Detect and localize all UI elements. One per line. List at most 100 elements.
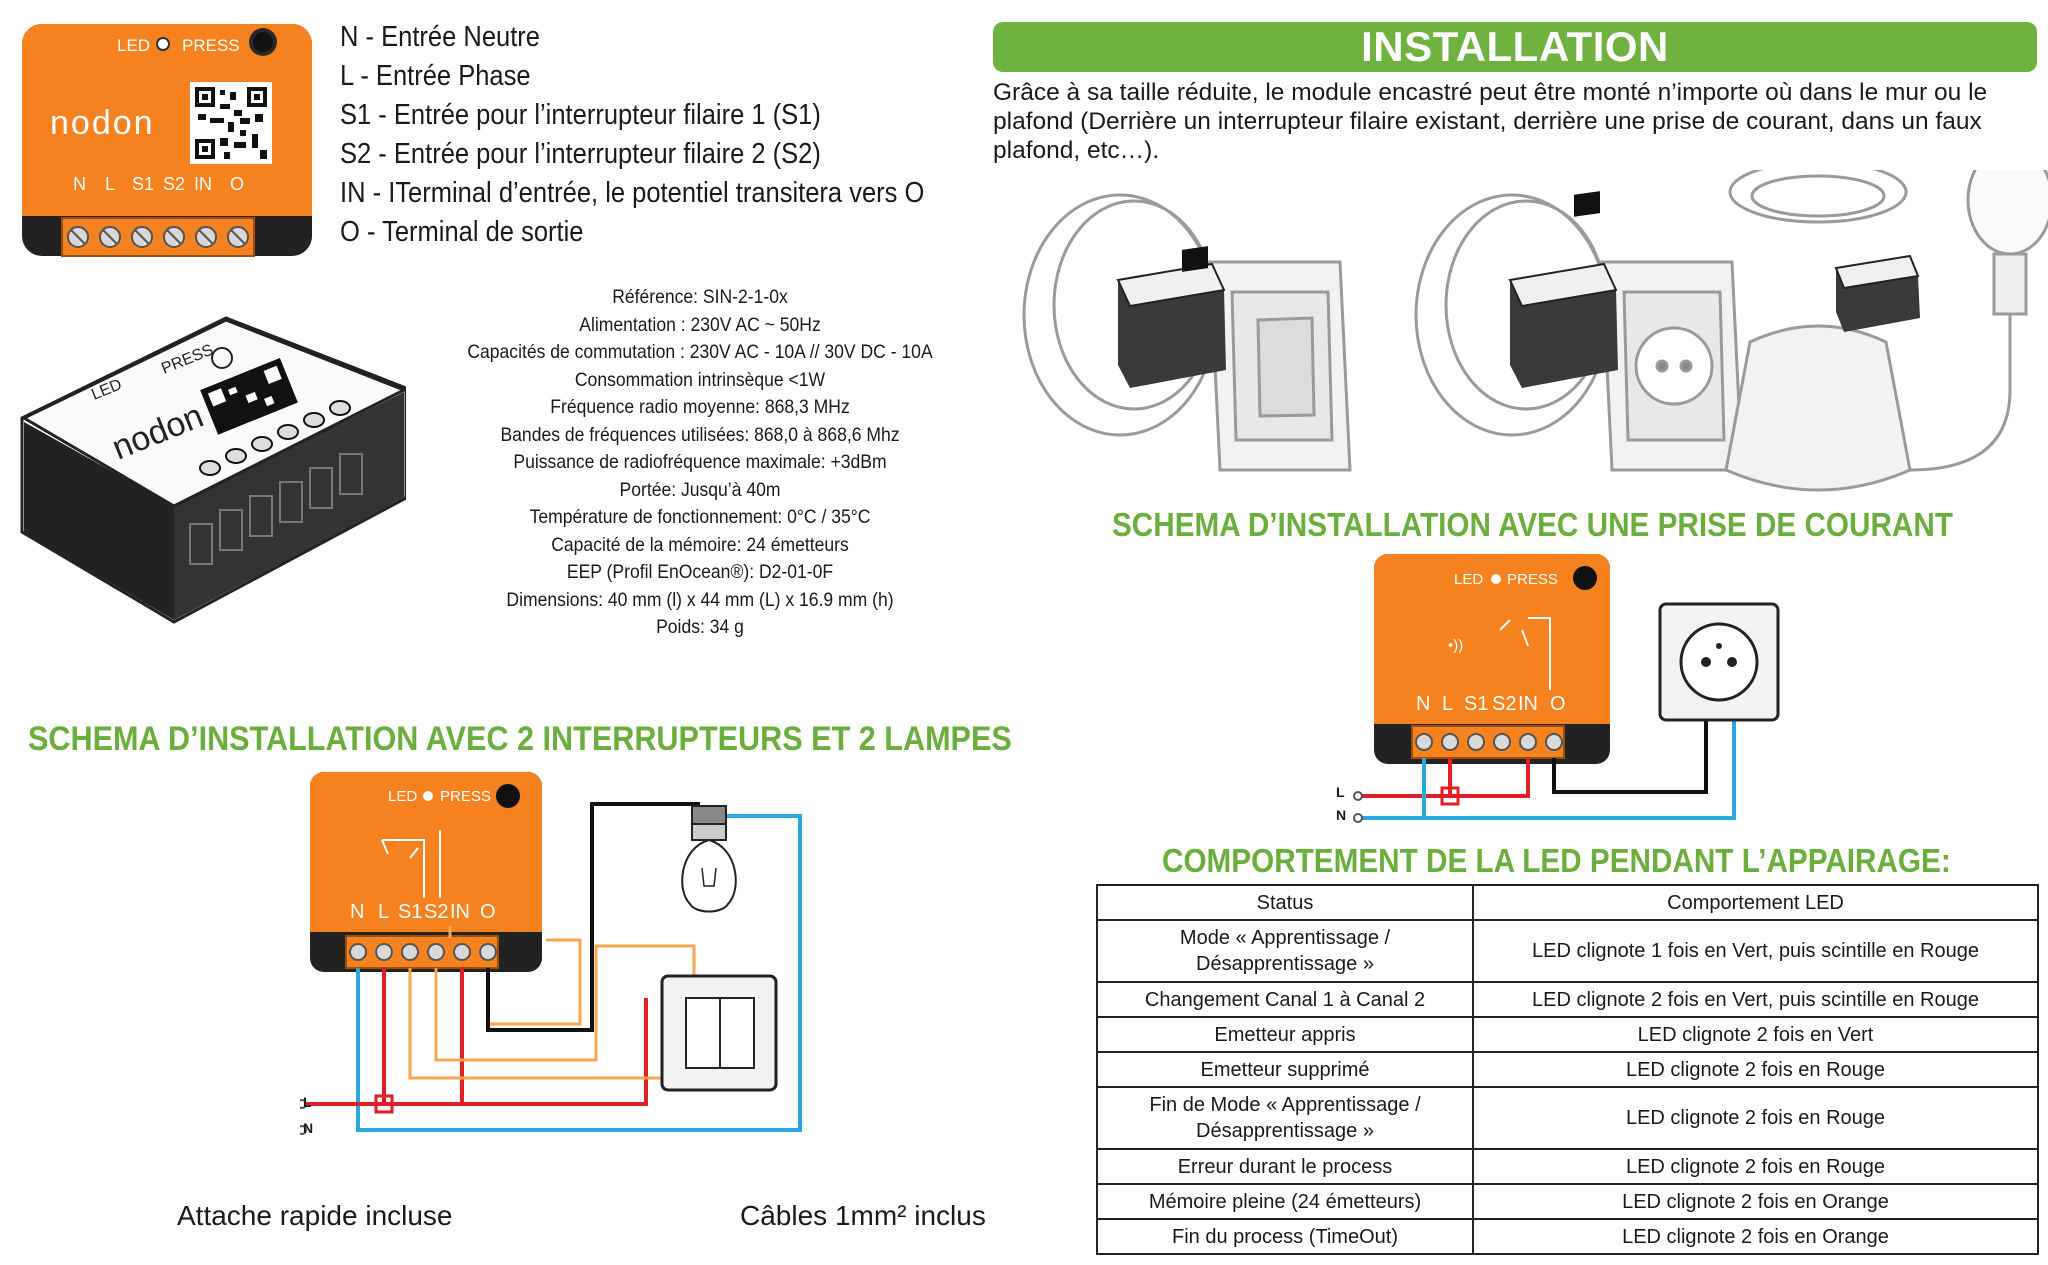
spec-line: Bandes de fréquences utilisées: 868,0 à … bbox=[500, 423, 900, 446]
wall-switch-scene bbox=[1022, 193, 1352, 472]
specifications: Référence: SIN-2-1-0x Alimentation : 230… bbox=[400, 284, 1000, 642]
led-label: LED bbox=[117, 36, 150, 55]
legend-item: IN - ITerminal d’entrée, le potentiel tr… bbox=[340, 177, 925, 209]
svg-text:O: O bbox=[1550, 693, 1566, 715]
status-cell: Emetteur supprimé bbox=[1096, 1051, 1474, 1088]
legend-item: S2 - Entrée pour l’interrupteur filaire … bbox=[340, 138, 821, 170]
light-bulb bbox=[681, 805, 737, 913]
svg-text:N: N bbox=[73, 174, 86, 194]
installation-title: INSTALLATION bbox=[1361, 23, 1669, 70]
module-in-socket bbox=[1508, 191, 1618, 388]
svg-text:N: N bbox=[350, 901, 364, 923]
legend-item: O - Terminal de sortie bbox=[340, 216, 584, 248]
svg-text:S1: S1 bbox=[132, 174, 154, 194]
table-row: Fin du process (TimeOut) LED clignote 2 … bbox=[1096, 1218, 2039, 1255]
table-row: Emetteur appris LED clignote 2 fois en V… bbox=[1096, 1016, 2039, 1053]
iso-qr-code bbox=[200, 357, 298, 435]
iso-terminals bbox=[199, 400, 351, 476]
wire-l-label: L bbox=[1336, 784, 1345, 800]
table-row: Fin de Mode « Apprentissage / Désapprent… bbox=[1096, 1086, 2039, 1150]
behaviour-cell: LED clignote 2 fois en Rouge bbox=[1472, 1051, 2039, 1088]
behaviour-cell: LED clignote 2 fois en Orange bbox=[1472, 1183, 2039, 1220]
svg-text:S2: S2 bbox=[163, 174, 185, 194]
column-header-status: Status bbox=[1096, 884, 1474, 921]
spec-line: EEP (Profil EnOcean®): D2-01-0F bbox=[566, 561, 834, 583]
double-switch bbox=[660, 974, 778, 1092]
led-indicator bbox=[156, 37, 170, 51]
wire-n-label-2: N bbox=[303, 1120, 314, 1136]
installation-banner: INSTALLATION bbox=[993, 22, 2037, 72]
behaviour-cell: LED clignote 1 fois en Vert, puis scinti… bbox=[1472, 919, 2039, 983]
led-behaviour-title: COMPORTEMENT DE LA LED PENDANT L’APPAIRA… bbox=[1162, 842, 1951, 879]
svg-text:S1: S1 bbox=[1464, 693, 1488, 715]
svg-text:S2: S2 bbox=[424, 901, 448, 923]
behaviour-cell: LED clignote 2 fois en Orange bbox=[1472, 1218, 2039, 1255]
status-cell: Changement Canal 1 à Canal 2 bbox=[1096, 981, 1474, 1018]
led-label: LED bbox=[1454, 571, 1483, 588]
press-label: PRESS bbox=[440, 788, 491, 805]
table-row: Erreur durant le process LED clignote 2 … bbox=[1096, 1148, 2039, 1185]
table-header-row: Status Comportement LED bbox=[1096, 884, 2039, 921]
status-cell: Mode « Apprentissage / Désapprentissage … bbox=[1096, 919, 1474, 983]
ceiling-lamp-scene bbox=[1724, 170, 2048, 492]
wall-socket-scene bbox=[1414, 193, 1744, 472]
legend-item: S1 - Entrée pour l’interrupteur filaire … bbox=[340, 99, 821, 131]
press-label: PRESS bbox=[1507, 571, 1558, 588]
spec-line: Capacité de la mémoire: 24 émetteurs bbox=[551, 533, 849, 556]
svg-text:O: O bbox=[480, 901, 496, 923]
behaviour-cell: LED clignote 2 fois en Rouge bbox=[1472, 1148, 2039, 1185]
svg-text:O: O bbox=[230, 174, 244, 194]
device-isometric-illustration: LED PRESS nodon bbox=[20, 316, 406, 624]
schema-switches-title: SCHEMA D’INSTALLATION AVEC 2 INTERRUPTEU… bbox=[28, 720, 1012, 758]
press-button bbox=[249, 28, 277, 56]
svg-text:S1: S1 bbox=[398, 901, 422, 923]
press-label: PRESS bbox=[182, 36, 240, 55]
spec-line: Température de fonctionnement: 0°C / 35°… bbox=[529, 506, 871, 528]
spec-line: Poids: 34 g bbox=[656, 616, 744, 638]
spec-line: Portée: Jusqu’à 40m bbox=[619, 478, 781, 501]
spec-line: Consommation intrinsèque <1W bbox=[574, 368, 826, 391]
caption-cables: Câbles 1mm² inclus bbox=[740, 1200, 986, 1231]
spec-line: Fréquence radio moyenne: 868,3 MHz bbox=[550, 396, 850, 418]
table-row: Mode « Apprentissage / Désapprentissage … bbox=[1096, 919, 2039, 983]
schema-socket-title: SCHEMA D’INSTALLATION AVEC UNE PRISE DE … bbox=[1112, 506, 1953, 543]
status-cell: Fin du process (TimeOut) bbox=[1096, 1218, 1474, 1255]
installation-description: Grâce à sa taille réduite, le module enc… bbox=[993, 79, 1988, 164]
table-row: Changement Canal 1 à Canal 2 LED clignot… bbox=[1096, 981, 2039, 1018]
legend-item: L - Entrée Phase bbox=[340, 60, 531, 92]
svg-text:IN: IN bbox=[194, 174, 212, 194]
status-cell: Mémoire pleine (24 émetteurs) bbox=[1096, 1183, 1474, 1220]
wall-socket bbox=[1658, 602, 1780, 722]
status-cell: Fin de Mode « Apprentissage / Désapprent… bbox=[1096, 1086, 1474, 1150]
led-behaviour-table: Status Comportement LED Mode « Apprentis… bbox=[1096, 884, 2039, 1255]
led-label: LED bbox=[388, 788, 417, 805]
svg-text:IN: IN bbox=[450, 901, 470, 923]
behaviour-cell: LED clignote 2 fois en Rouge bbox=[1472, 1086, 2039, 1150]
wire-n-label: N bbox=[1336, 807, 1347, 823]
legend-item: N - Entrée Neutre bbox=[340, 21, 540, 53]
behaviour-cell: LED clignote 2 fois en Vert bbox=[1472, 1016, 2039, 1053]
svg-text:IN: IN bbox=[1518, 693, 1538, 715]
installation-illustrations bbox=[1022, 170, 2048, 492]
module-in-ceiling bbox=[1834, 254, 1920, 332]
qr-code bbox=[190, 82, 272, 164]
module-in-switch bbox=[1116, 246, 1226, 388]
brand-logo: nodon bbox=[50, 104, 155, 142]
spec-line: Alimentation : 230V AC ~ 50Hz bbox=[579, 313, 821, 336]
status-cell: Erreur durant le process bbox=[1096, 1148, 1474, 1185]
spec-line: Puissance de radiofréquence maximale: +3… bbox=[513, 451, 887, 473]
svg-text:L: L bbox=[378, 901, 389, 923]
svg-text:L: L bbox=[105, 174, 115, 194]
caption-attache: Attache rapide incluse bbox=[177, 1200, 453, 1231]
table-row: Emetteur supprimé LED clignote 2 fois en… bbox=[1096, 1051, 2039, 1088]
status-cell: Emetteur appris bbox=[1096, 1016, 1474, 1053]
svg-text:S2: S2 bbox=[1492, 693, 1516, 715]
terminal-legend: N - Entrée Neutre L - Entrée Phase S1 - … bbox=[340, 18, 1000, 252]
table-row: Mémoire pleine (24 émetteurs) LED cligno… bbox=[1096, 1183, 2039, 1220]
spec-line: Dimensions: 40 mm (l) x 44 mm (L) x 16.9… bbox=[506, 588, 894, 611]
svg-text:L: L bbox=[1442, 693, 1453, 715]
